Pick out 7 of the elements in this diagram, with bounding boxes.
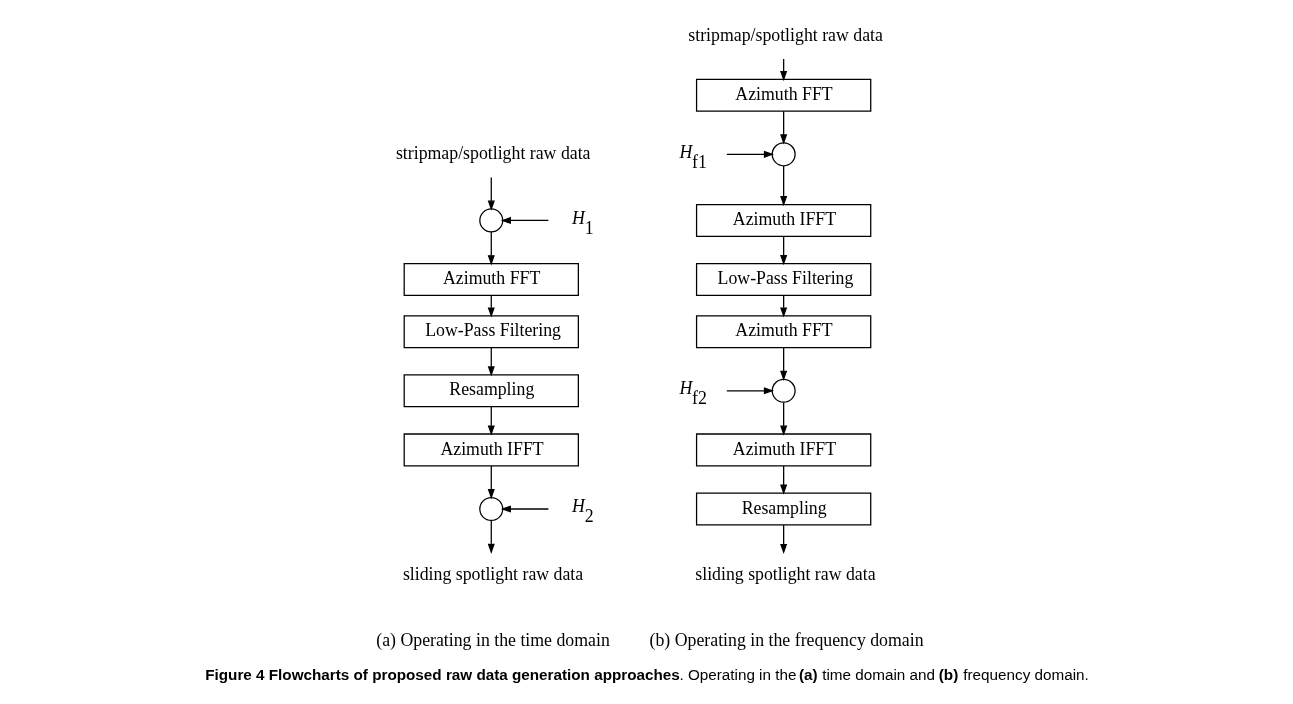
node-text: stripmap/spotlight raw data bbox=[395, 143, 591, 164]
caption: Figure 4 Flowcharts of proposed raw data generation approaches. Operating in the (a) time domain and (b) frequency domain. bbox=[204, 666, 1089, 684]
node-text: stripmap/spotlight raw data bbox=[687, 24, 883, 45]
node-text: sliding spotlight raw data bbox=[694, 563, 876, 584]
node-text: sliding spotlight raw data bbox=[402, 563, 583, 584]
label: (a) Operating in the time domain bbox=[375, 629, 610, 650]
label: (b) Operating in the frequency domain bbox=[649, 629, 924, 650]
